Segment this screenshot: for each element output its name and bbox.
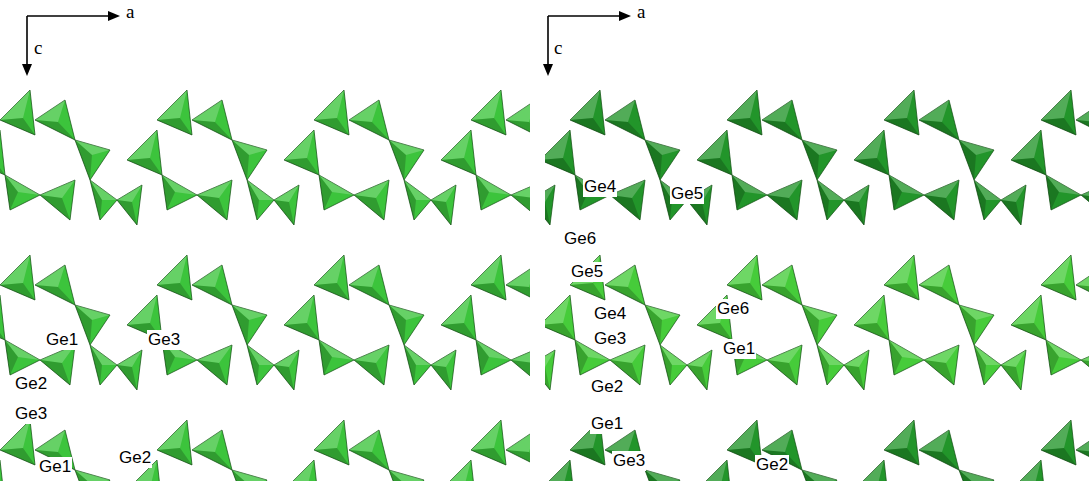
atom-label: Ge1 <box>38 457 72 477</box>
axis-label: a <box>125 2 135 22</box>
atom-label: Ge3 <box>612 451 646 471</box>
atom-label: Ge1 <box>590 414 624 434</box>
atom-label: Ge3 <box>147 330 181 350</box>
axis-arrows <box>22 11 631 76</box>
atom-label: Ge3 <box>14 404 48 424</box>
atom-label: Ge2 <box>118 448 152 468</box>
atom-label: Ge4 <box>583 177 617 197</box>
atom-label: Ge1 <box>722 339 756 359</box>
atom-label: Ge1 <box>45 330 79 350</box>
atom-label: Ge5 <box>570 262 604 282</box>
axis-label: a <box>636 2 646 22</box>
atom-label: Ge4 <box>593 304 627 324</box>
atom-label: Ge2 <box>590 377 624 397</box>
atom-label: Ge3 <box>593 329 627 349</box>
axis-label: c <box>33 38 43 58</box>
atom-label: Ge6 <box>563 229 597 249</box>
atom-label: Ge5 <box>670 184 704 204</box>
axis-label: c <box>553 38 563 58</box>
atom-label: Ge2 <box>755 455 789 475</box>
atom-label: Ge6 <box>716 299 750 319</box>
atom-label: Ge2 <box>14 374 48 394</box>
